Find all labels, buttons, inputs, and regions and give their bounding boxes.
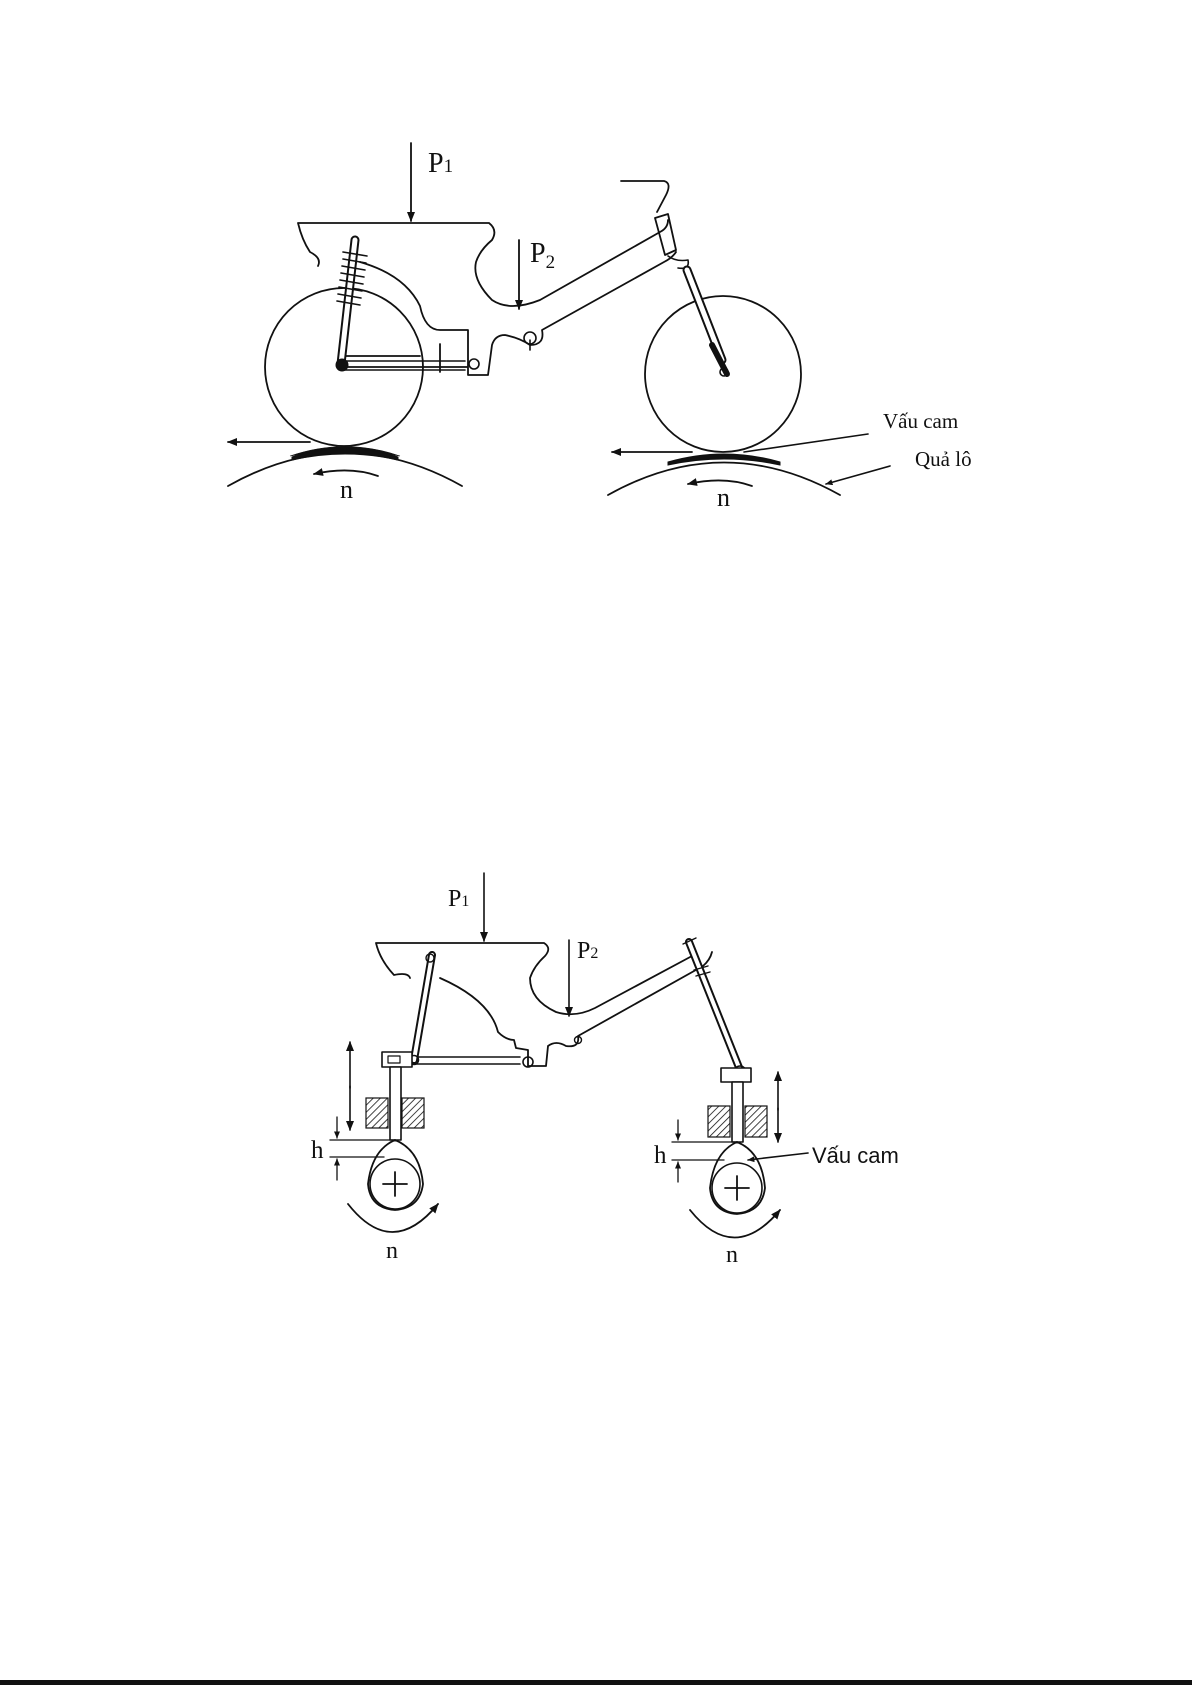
lift-label-left: h bbox=[311, 1137, 324, 1164]
plunger-left bbox=[366, 1052, 424, 1140]
rear-swing-arm bbox=[341, 361, 465, 370]
cam-label: Vấu cam bbox=[883, 409, 958, 433]
load-label-p2: P2 bbox=[577, 938, 598, 964]
guide-bushing-left bbox=[402, 1098, 424, 1128]
frame-pivot bbox=[469, 359, 479, 369]
load-label-p2: P2 bbox=[530, 238, 555, 273]
front-fork bbox=[621, 181, 728, 376]
front-strut bbox=[683, 938, 746, 1078]
roller-leader bbox=[826, 466, 890, 484]
guide-bushing-left bbox=[366, 1098, 388, 1128]
front-wheel bbox=[645, 296, 801, 452]
rotation-label-right: n bbox=[726, 1242, 738, 1268]
rotation-label-right: n bbox=[717, 483, 730, 512]
rotation-label-left: n bbox=[340, 475, 353, 504]
page-bottom-border bbox=[0, 1680, 1192, 1685]
load-label-p1: P1 bbox=[428, 148, 453, 179]
rear-shock-absorber bbox=[336, 240, 367, 371]
plunger-right bbox=[708, 1068, 767, 1142]
cam-leader bbox=[748, 1153, 808, 1160]
rear-strut bbox=[410, 954, 435, 1065]
rear-swing-arm bbox=[412, 1057, 520, 1064]
roller-label: Quả lô bbox=[915, 447, 972, 471]
cam-label: Vấu cam bbox=[812, 1143, 899, 1168]
guide-bushing-right bbox=[708, 1106, 730, 1137]
figure-roller-test: n n P1 P2 Vấu cam Quả lô bbox=[228, 143, 972, 512]
load-label-p1: P1 bbox=[448, 886, 469, 912]
rotation-label-left: n bbox=[386, 1238, 398, 1264]
guide-bushing-right bbox=[745, 1106, 767, 1137]
cam-left bbox=[368, 1140, 423, 1210]
cam-right bbox=[710, 1142, 765, 1214]
cam-leader bbox=[744, 434, 868, 452]
lift-label-right: h bbox=[654, 1142, 667, 1169]
figure-cam-test: n n h h P1 P2 Vấu cam bbox=[311, 873, 899, 1268]
